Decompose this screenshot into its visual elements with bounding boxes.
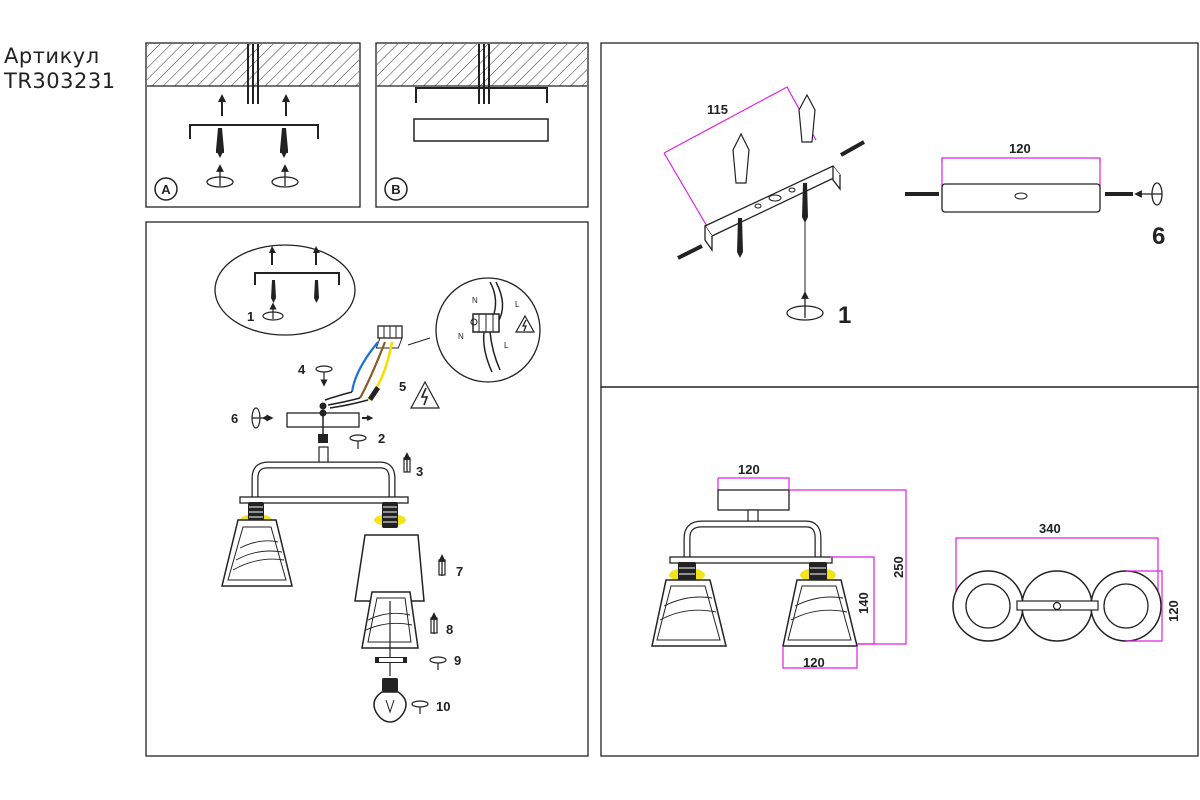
screw-icon [677,140,865,260]
dim-canopy-label: 120 [738,462,760,477]
bracket-step-1-label: 1 [838,302,851,329]
bracket-step-6-label: 6 [1152,223,1165,250]
dim-shade-height-label: 140 [856,592,871,614]
step-3-label: 3 [416,464,423,479]
rotate-icon [206,164,299,188]
nut-icon [318,434,328,443]
left-shade [221,502,293,587]
panel-a-letter: A [161,182,171,197]
assembly-panel: N L N L 4 5 [145,221,589,757]
panel-a: A [145,42,361,208]
bulb-icon [373,678,407,723]
article-label: Артикул [4,44,100,68]
step-10-label: 10 [436,699,450,714]
panel-a-badge [154,177,178,201]
bracket-panel: 115 1 120 [600,42,1199,388]
wire-n2-label: N [458,332,464,341]
article-block: Артикул TR303231 [4,44,116,94]
panel-b-letter: B [391,182,400,197]
panel-b-badge [384,177,408,201]
dim-height-label: 250 [891,556,906,578]
step-7-label: 7 [456,564,463,579]
step-1-label: 1 [247,309,254,324]
mounting-zoom [214,244,356,336]
panel-b: B [375,42,589,208]
step-9-label: 9 [454,653,461,668]
brown-wire [359,341,387,399]
screw-icon [905,192,1133,196]
dim-115-label: 115 [707,102,728,117]
dim-depth-label: 120 [1166,600,1181,622]
warning-icon [409,380,441,409]
blue-wire [350,341,379,393]
wire-l-label: L [515,300,520,309]
step-2-label: 2 [378,431,385,446]
dowel-icon [218,94,290,116]
dim-shade-width-label: 120 [803,655,825,670]
crossbar [239,496,409,504]
warning-icon [514,314,536,333]
wire-l2-label: L [504,341,509,350]
step-5-label: 5 [399,379,406,394]
article-code: TR303231 [4,69,116,93]
canopy [717,489,790,511]
step-6-label: 6 [231,411,238,426]
screw-icon [216,128,288,158]
bracket [189,124,319,139]
wire-n-label: N [472,296,478,305]
step-4-label: 4 [298,362,306,377]
dim-width-label: 340 [1039,521,1061,536]
right-shade: 7 8 9 [354,502,463,723]
step-8-label: 8 [446,622,453,637]
dowel-icon [732,93,816,184]
dimensions-panel: 120 250 140 120 [600,386,1199,757]
canopy [413,118,549,142]
dim-120-label: 120 [1009,141,1031,156]
bracket [415,87,548,103]
ground-icon [470,318,478,326]
